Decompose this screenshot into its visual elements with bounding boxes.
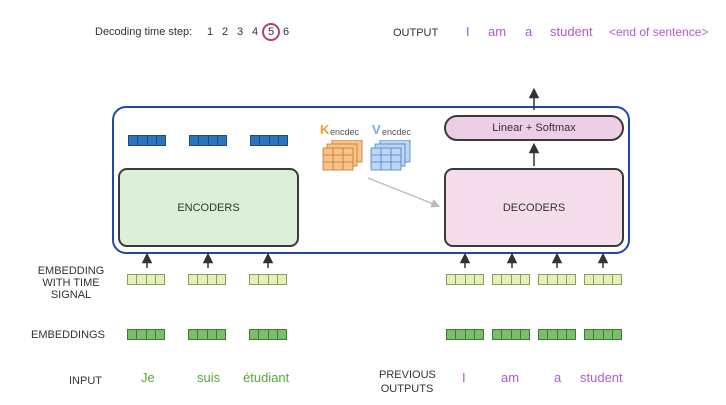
time-step-6: 6 [283,26,290,38]
previous-outputs-label: PREVIOUS OUTPUTS [379,368,436,396]
time-step-1: 1 [207,26,214,38]
output-token: student [550,24,593,39]
time-signal-embedding [538,274,576,285]
transformer-frame [112,106,630,254]
v-matrix-stack-icon [370,140,411,171]
encoders-label: ENCODERS [177,201,240,214]
time-signal-embedding [584,274,622,285]
embedding-vector [249,329,287,340]
time-signal-embedding [492,274,530,285]
kv-to-decoder-arrow [367,177,441,208]
encoder-output-vector [128,135,166,146]
input-label: INPUT [69,375,102,387]
linear-softmax-block: Linear + Softmax [444,115,624,141]
embedding-time-line2: WITH TIME [42,277,100,289]
embedding-time-signal-label: EMBEDDING WITH TIME SIGNAL [37,265,105,301]
embedding-vector [188,329,226,340]
time-signal-embedding [188,274,226,285]
time-step-3: 3 [237,26,244,38]
encoders-block: ENCODERS [118,168,299,247]
previous-output-token: am [501,370,520,385]
previous-outputs-line2: OUTPUTS [380,383,434,395]
input-token: Je [141,370,155,385]
k-subscript: encdec [330,127,360,137]
time-step-4: 4 [252,26,259,38]
k-letter: K [320,122,330,137]
embeddings-label: EMBEDDINGS [31,329,105,341]
input-token: suis [197,370,221,385]
embedding-vector [538,329,576,340]
previous-output-token: student [580,370,623,385]
time-step-2: 2 [222,26,229,38]
output-token: I [466,24,470,39]
embedding-time-line3: SIGNAL [50,289,92,301]
output-token: a [525,24,533,39]
v-subscript: encdec [382,127,412,137]
embedding-time-line1: EMBEDDING [37,265,105,277]
linear-softmax-label: Linear + Softmax [492,122,576,134]
output-token-eos: <end of sentence> [609,25,709,39]
encoder-output-vector [189,135,227,146]
input-token: étudiant [243,370,290,385]
decoders-block: DECODERS [444,168,624,247]
decoders-label: DECODERS [502,201,566,214]
embedding-vector [446,329,484,340]
previous-output-token: I [462,370,466,385]
time-signal-embedding [249,274,287,285]
embedding-vector [127,329,165,340]
previous-output-token: a [554,370,562,385]
embedding-vector [584,329,622,340]
output-label: OUTPUT [393,27,439,39]
current-step-circle [262,23,280,41]
previous-outputs-line1: PREVIOUS [379,369,436,381]
output-token: am [488,24,507,39]
time-signal-embedding [127,274,165,285]
time-step-5: 5 [268,26,275,38]
time-signal-embedding [446,274,484,285]
embedding-vector [492,329,530,340]
encoder-output-vector [250,135,288,146]
decoding-time-step-label: Decoding time step: [95,26,193,38]
v-letter: V [372,122,381,137]
k-matrix-stack-icon [322,140,363,171]
